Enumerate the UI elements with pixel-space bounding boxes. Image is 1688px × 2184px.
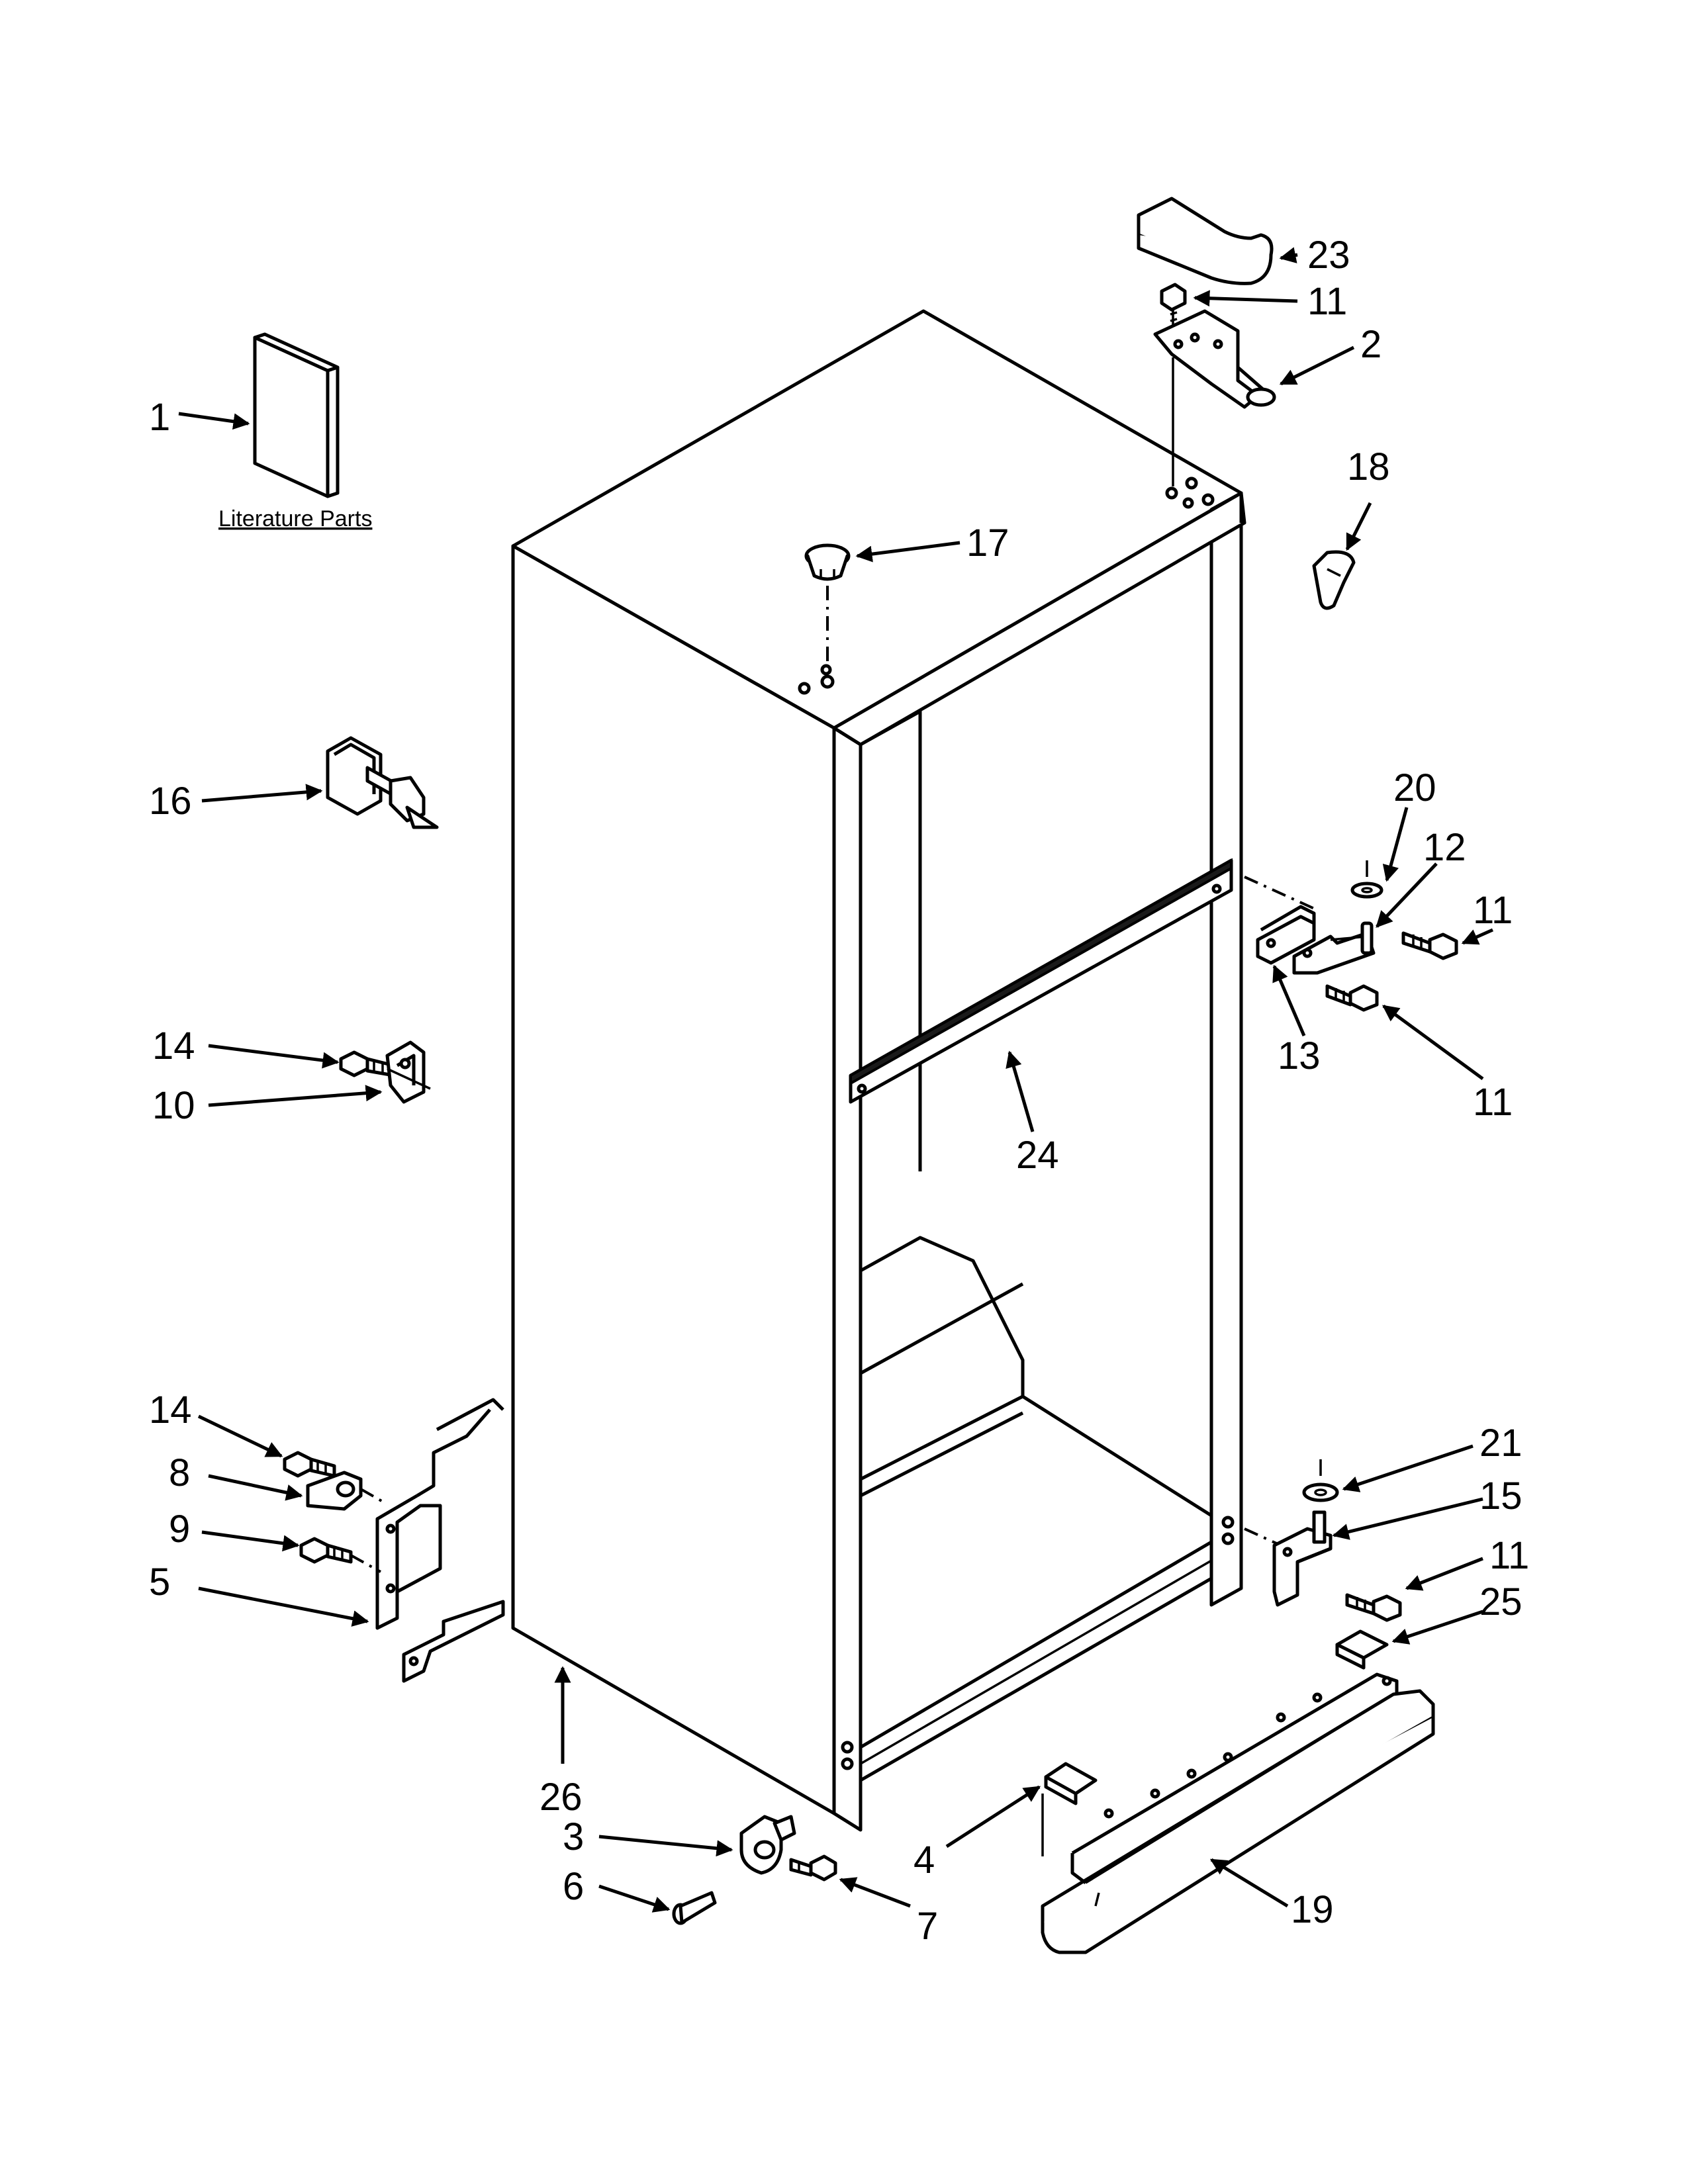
washer-20: [1350, 860, 1383, 899]
callout-14-upper: 14: [152, 1024, 195, 1068]
top-hinge: [1153, 309, 1276, 409]
leveling-pin-6: [672, 1891, 717, 1925]
callout-4: 4: [914, 1839, 935, 1882]
callout-17: 17: [966, 522, 1009, 565]
callout-24: 24: [1016, 1134, 1059, 1177]
callout-20: 20: [1393, 766, 1436, 809]
callout-15: 15: [1479, 1475, 1523, 1518]
cabinet-body: [511, 309, 1246, 1832]
top-plug: [804, 543, 851, 581]
callout-11-middle-lower: 11: [1473, 1081, 1513, 1124]
callout-labels: 1 23 11 2 18 17 16 20 12 11 13 11 14 10 …: [149, 234, 1529, 1948]
washer-21: [1302, 1459, 1339, 1502]
door-stop-pin: [326, 736, 439, 829]
callout-10: 10: [152, 1084, 195, 1127]
callout-25: 25: [1479, 1580, 1523, 1623]
cable-clamp-8: [306, 1471, 363, 1511]
toe-grille-19: [1041, 1672, 1435, 1954]
callout-16: 16: [149, 780, 192, 823]
center-hinge-13: [1256, 905, 1376, 975]
grille-clip-4: [1044, 1762, 1098, 1805]
callout-8: 8: [169, 1451, 190, 1494]
top-clip: [1312, 550, 1356, 610]
callout-19: 19: [1291, 1888, 1334, 1931]
callout-11-middle-right: 11: [1473, 889, 1513, 932]
hinge-pin-12: [1360, 921, 1374, 955]
screw-14-lower: [283, 1451, 336, 1478]
callout-23: 23: [1307, 234, 1350, 277]
grille-clip-25: [1335, 1629, 1389, 1670]
hinge-screw-11-lower: [1325, 984, 1379, 1012]
callout-6: 6: [563, 1865, 584, 1908]
callout-12: 12: [1423, 826, 1466, 869]
callout-5: 5: [149, 1561, 170, 1604]
literature-parts-caption: Literature Parts: [218, 506, 372, 531]
screw-14-upper: [339, 1050, 396, 1077]
callout-26: 26: [539, 1776, 583, 1819]
screw-9: [299, 1537, 353, 1564]
callout-2: 2: [1360, 323, 1382, 366]
leveling-bracket-3: [739, 1815, 796, 1875]
callout-1: 1: [149, 396, 170, 439]
bottom-hinge-15: [1272, 1510, 1333, 1607]
lower-door-stop-10: [385, 1040, 431, 1104]
hinge-screw-11-right: [1401, 931, 1458, 960]
callout-7: 7: [917, 1905, 938, 1948]
callout-11-bottom: 11: [1489, 1534, 1529, 1577]
callout-3: 3: [563, 1815, 584, 1858]
callout-13: 13: [1278, 1034, 1321, 1077]
mullion-bar: [849, 858, 1233, 1104]
screw-7: [789, 1854, 837, 1882]
callout-14-lower: 14: [149, 1388, 192, 1432]
hinge-cover-top: [1137, 197, 1274, 285]
callout-18: 18: [1347, 445, 1390, 488]
bottom-hinge-bracket-5: [375, 1398, 505, 1683]
leader-lines: [178, 247, 1494, 1913]
callout-11-top: 11: [1307, 280, 1347, 323]
literature-booklet: [253, 332, 340, 498]
callout-21: 21: [1479, 1422, 1523, 1465]
callout-9: 9: [169, 1508, 190, 1551]
hinge-screw-11-bottom: [1345, 1593, 1402, 1622]
